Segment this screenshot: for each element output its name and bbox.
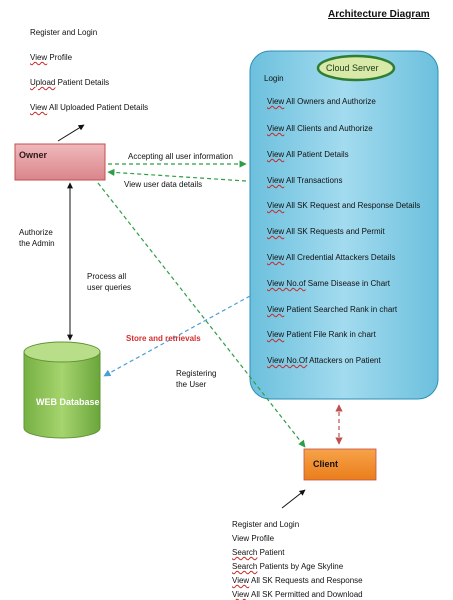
list-item-keyword: View	[232, 576, 250, 585]
list-item-keyword: View No.Of	[267, 356, 308, 365]
list-item-text: Patient Searched Rank in chart	[284, 305, 398, 314]
list-item-keyword: Search	[232, 548, 258, 557]
web-database-cylinder	[23, 341, 101, 439]
cloud-server-badge	[316, 54, 396, 82]
list-item: View Patient File Rank in chart	[267, 330, 376, 339]
list-item-text: All SK Requests and Permit	[284, 227, 385, 236]
list-item-keyword: View	[267, 150, 285, 159]
view-user-data-label: View user data details	[124, 180, 203, 189]
list-item-text: Profile	[47, 53, 73, 62]
client-list-arrow	[281, 489, 306, 509]
list-item-text: All Patient Details	[284, 150, 349, 159]
list-item-text: Same Disease in Chart	[305, 279, 391, 288]
list-item-keyword: View	[267, 253, 285, 262]
client-label: Client	[313, 459, 339, 469]
list-item: View All Transactions	[267, 176, 342, 185]
list-item-keyword: View	[267, 97, 285, 106]
list-item-text: Patient File Rank in chart	[284, 330, 376, 339]
list-item-keyword: View	[267, 305, 285, 314]
list-item: View All SK Request and Response Details	[267, 201, 420, 210]
cloud-server-label: Cloud Server	[326, 63, 379, 73]
list-item-keyword: View	[267, 176, 285, 185]
list-item: View No.of Same Disease in Chart	[267, 279, 390, 288]
list-item-text: All Clients and Authorize	[284, 124, 373, 133]
list-item-keyword: View	[267, 201, 285, 210]
list-item-keyword: View	[30, 103, 48, 112]
list-item-text: View Profile	[232, 534, 275, 543]
list-item-keyword: View	[30, 53, 48, 62]
list-item: Search Patient	[232, 548, 285, 557]
list-item-keyword: Upload	[30, 78, 56, 87]
list-item-keyword: View	[267, 227, 285, 236]
list-item-text: Patients by Age Skyline	[257, 562, 344, 571]
diagram-title: Architecture Diagram	[328, 9, 430, 20]
owner-label: Owner	[19, 150, 48, 160]
cloud-server-box	[249, 50, 439, 400]
list-item-keyword: View	[267, 124, 285, 133]
list-item-text: Register and Login	[30, 28, 98, 37]
list-item-text: All SK Permitted and Download	[249, 590, 363, 599]
list-item-keyword: View	[267, 330, 285, 339]
owner-list-arrow	[57, 124, 85, 142]
list-item: View All SK Permitted and Download	[232, 590, 363, 599]
list-item-text: All Owners and Authorize	[284, 97, 376, 106]
list-item: View All Uploaded Patient Details	[30, 103, 148, 112]
list-item: Register and Login	[232, 520, 299, 529]
cloud-login-label: Login	[264, 74, 284, 83]
list-item: View All Patient Details	[267, 150, 349, 159]
list-item: View Patient Searched Rank in chart	[267, 305, 397, 314]
list-item-keyword: View	[232, 590, 250, 599]
list-item-text: All Transactions	[284, 176, 343, 185]
list-item-text: All Credential Attackers Details	[284, 253, 396, 262]
list-item: View All Owners and Authorize	[267, 97, 376, 106]
list-item: View Profile	[30, 53, 72, 62]
list-item: Upload Patient Details	[30, 78, 109, 87]
authorize-admin-label: Authorize the Admin	[19, 228, 55, 248]
list-item: View All Credential Attackers Details	[267, 253, 395, 262]
accepting-info-label: Accepting all user information	[128, 152, 233, 161]
registering-user-label: Registering the User	[176, 369, 217, 389]
list-item-text: Attackers on Patient	[307, 356, 381, 365]
list-item: Register and Login	[30, 28, 97, 37]
list-item: View All SK Requests and Response	[232, 576, 363, 585]
list-item-keyword: Search	[232, 562, 258, 571]
list-item-text: Patient	[257, 548, 285, 557]
list-item-keyword: View No.of	[267, 279, 306, 288]
view-user-data-arrow	[107, 168, 247, 182]
database-label: WEB Database	[36, 397, 100, 407]
owner-box	[14, 143, 106, 181]
list-item-text: All Uploaded Patient Details	[47, 103, 149, 112]
store-retrievals-label: Store and retrievals	[126, 334, 201, 343]
list-item: View All SK Requests and Permit	[267, 227, 385, 236]
list-item-text: Register and Login	[232, 520, 300, 529]
process-queries-label: Process all user queries	[87, 272, 132, 292]
list-item: View All Clients and Authorize	[267, 124, 373, 133]
client-box	[303, 448, 377, 481]
list-item: View No.Of Attackers on Patient	[267, 356, 381, 365]
list-item: Search Patients by Age Skyline	[232, 562, 343, 571]
list-item: View Profile	[232, 534, 274, 543]
list-item-text: All SK Requests and Response	[249, 576, 363, 585]
list-item-text: All SK Request and Response Details	[284, 201, 421, 210]
list-item-text: Patient Details	[55, 78, 110, 87]
